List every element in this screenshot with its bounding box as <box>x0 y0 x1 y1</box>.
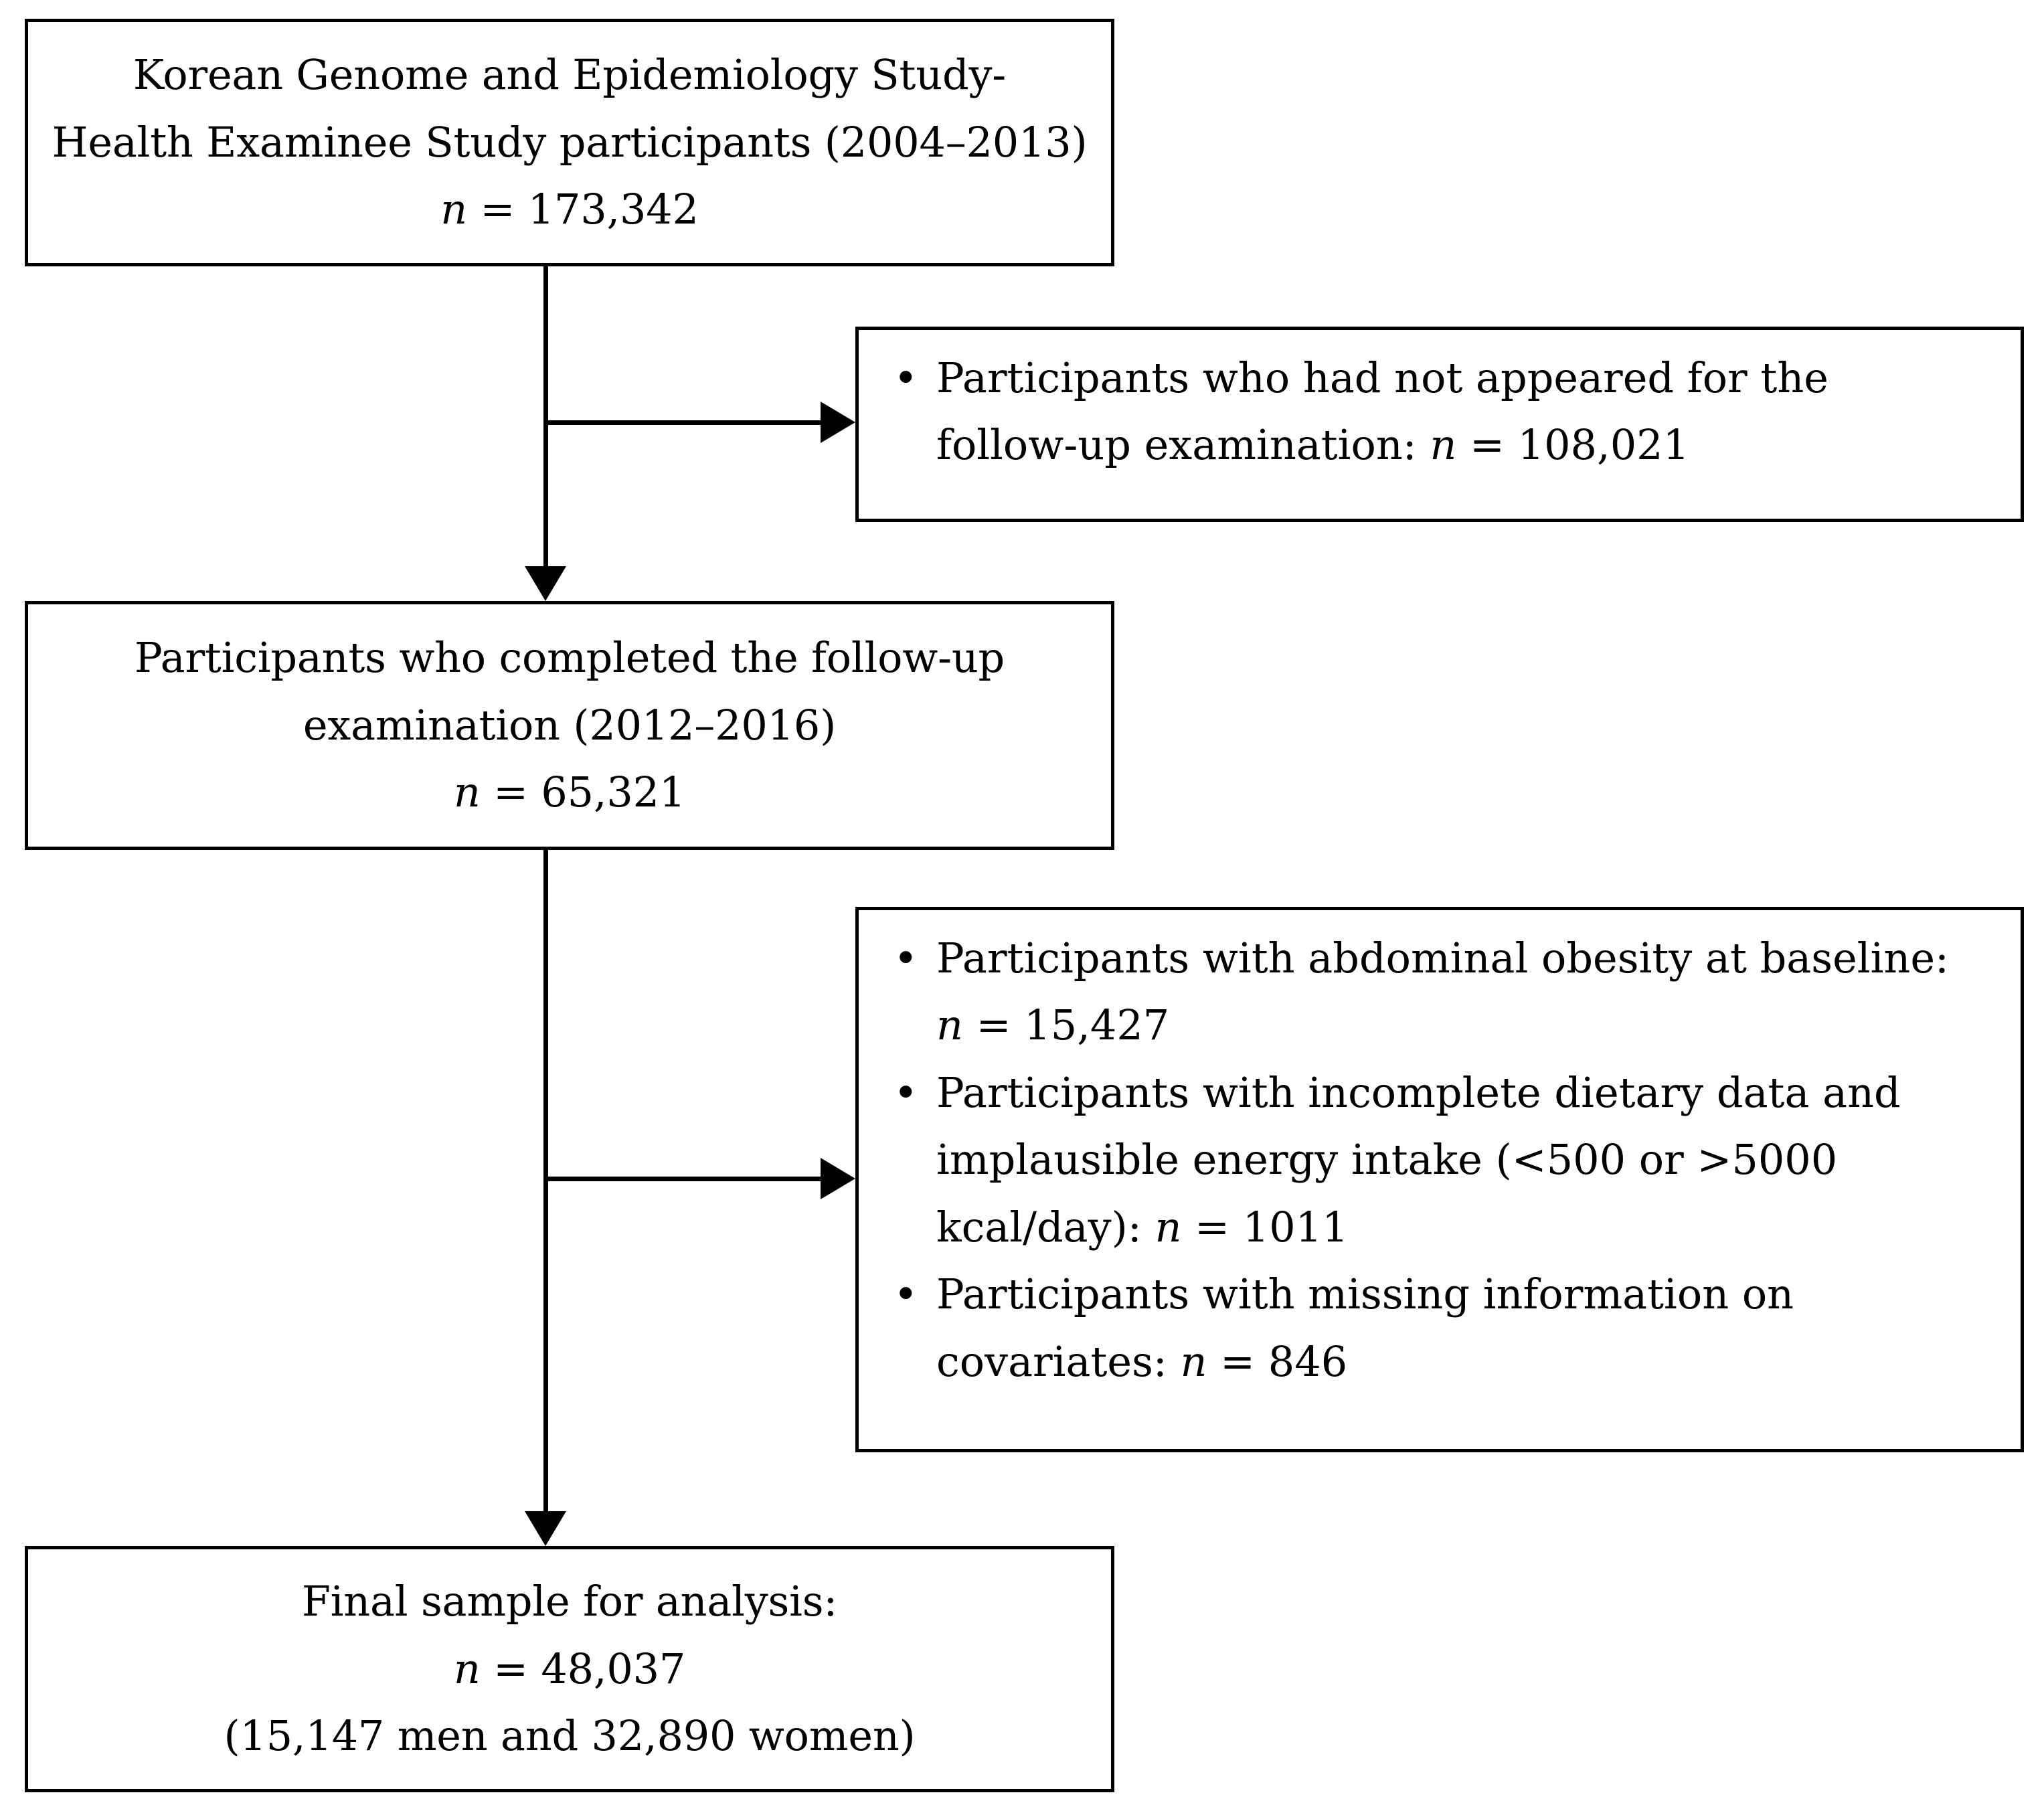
list-item: • Participants who had not appeared for … <box>889 345 1994 479</box>
exclusion-1-n-symbol: n <box>1430 420 1457 470</box>
source-cohort-line1: Korean Genome and Epidemiology Study- <box>133 50 1007 100</box>
exclusion-1-line2-pre: follow-up examination: <box>936 420 1430 470</box>
arrow-right-to-exclusion-1 <box>821 402 855 443</box>
bullet-icon: • <box>893 934 918 982</box>
final-sample-count: n = 48,037 <box>454 1636 685 1703</box>
node-source-cohort: Korean Genome and Epidemiology Study- He… <box>25 19 1114 266</box>
exclusion-2-bullet-1-text: Participants with abdominal obesity at b… <box>936 925 1994 1059</box>
exclusion-2-b1-n-symbol: n <box>936 1001 963 1050</box>
source-cohort-line2: Health Examinee Study participants (2004… <box>52 117 1088 167</box>
bullet-icon: • <box>893 1067 918 1117</box>
connector-branch-exclusion-1 <box>543 420 821 425</box>
exclusion-2-b1-line1: Participants with abdominal obesity at b… <box>936 934 1949 982</box>
exclusion-1-line1: Participants who had not appeared for th… <box>936 353 1828 402</box>
followup-cohort-line1: Participants who completed the follow-up <box>134 633 1005 683</box>
connector-branch-exclusion-2 <box>543 1177 821 1181</box>
source-cohort-n-value: = 173,342 <box>466 185 699 234</box>
exclusion-2-bullet-2-text: Participants with incomplete dietary dat… <box>936 1059 1994 1261</box>
arrow-down-to-final <box>525 1511 566 1546</box>
source-cohort-count: n = 173,342 <box>440 176 699 243</box>
exclusion-2-b1-n-value: = 15,427 <box>962 1001 1170 1050</box>
exclusion-1-bullet-text: Participants who had not appeared for th… <box>936 345 1994 479</box>
node-exclusion-2: • Participants with abdominal obesity at… <box>855 907 2024 1452</box>
source-cohort-n-symbol: n <box>440 185 467 234</box>
node-followup-cohort: Participants who completed the follow-up… <box>25 601 1114 850</box>
exclusion-2-b3-line2-pre: covariates: <box>936 1337 1181 1386</box>
exclusion-2-b3-n-symbol: n <box>1180 1337 1207 1386</box>
list-item: • Participants with abdominal obesity at… <box>889 925 1994 1059</box>
arrow-right-to-exclusion-2 <box>821 1158 855 1199</box>
list-item: • Participants with missing information … <box>889 1261 1994 1395</box>
bullet-icon: • <box>893 1270 918 1319</box>
list-item: • Participants with incomplete dietary d… <box>889 1059 1994 1261</box>
exclusion-2-b2-line1b: implausible energy intake (<500 or >5000 <box>936 1135 1838 1185</box>
exclusion-2-bullet-3-text: Participants with missing information on… <box>936 1261 1994 1395</box>
node-final-sample: Final sample for analysis: n = 48,037 (1… <box>25 1546 1114 1792</box>
bullet-icon: • <box>893 353 918 402</box>
connector-source-to-followup <box>543 266 548 566</box>
followup-cohort-line2: examination (2012–2016) <box>303 700 837 750</box>
exclusion-2-b2-n-symbol: n <box>1155 1202 1182 1252</box>
arrow-down-to-followup <box>525 566 566 601</box>
followup-cohort-n-value: = 65,321 <box>480 768 686 817</box>
final-sample-line1: Final sample for analysis: <box>301 1577 838 1626</box>
final-sample-breakdown: (15,147 men and 32,890 women) <box>224 1711 916 1761</box>
exclusion-2-b2-line1: Participants with incomplete dietary dat… <box>936 1067 1901 1117</box>
node-exclusion-1: • Participants who had not appeared for … <box>855 327 2024 522</box>
followup-cohort-count: n = 65,321 <box>454 759 685 826</box>
exclusion-2-b2-line2-pre: kcal/day): <box>936 1202 1155 1252</box>
followup-cohort-n-symbol: n <box>453 768 481 817</box>
final-sample-n-symbol: n <box>453 1644 481 1693</box>
exclusion-2-b2-n-value: = 1011 <box>1181 1202 1349 1252</box>
final-sample-n-value: = 48,037 <box>480 1644 686 1693</box>
exclusion-1-n-value: = 108,021 <box>1456 420 1690 470</box>
exclusion-2-b3-n-value: = 846 <box>1207 1337 1348 1386</box>
exclusion-2-b3-line1: Participants with missing information on <box>936 1270 1794 1319</box>
